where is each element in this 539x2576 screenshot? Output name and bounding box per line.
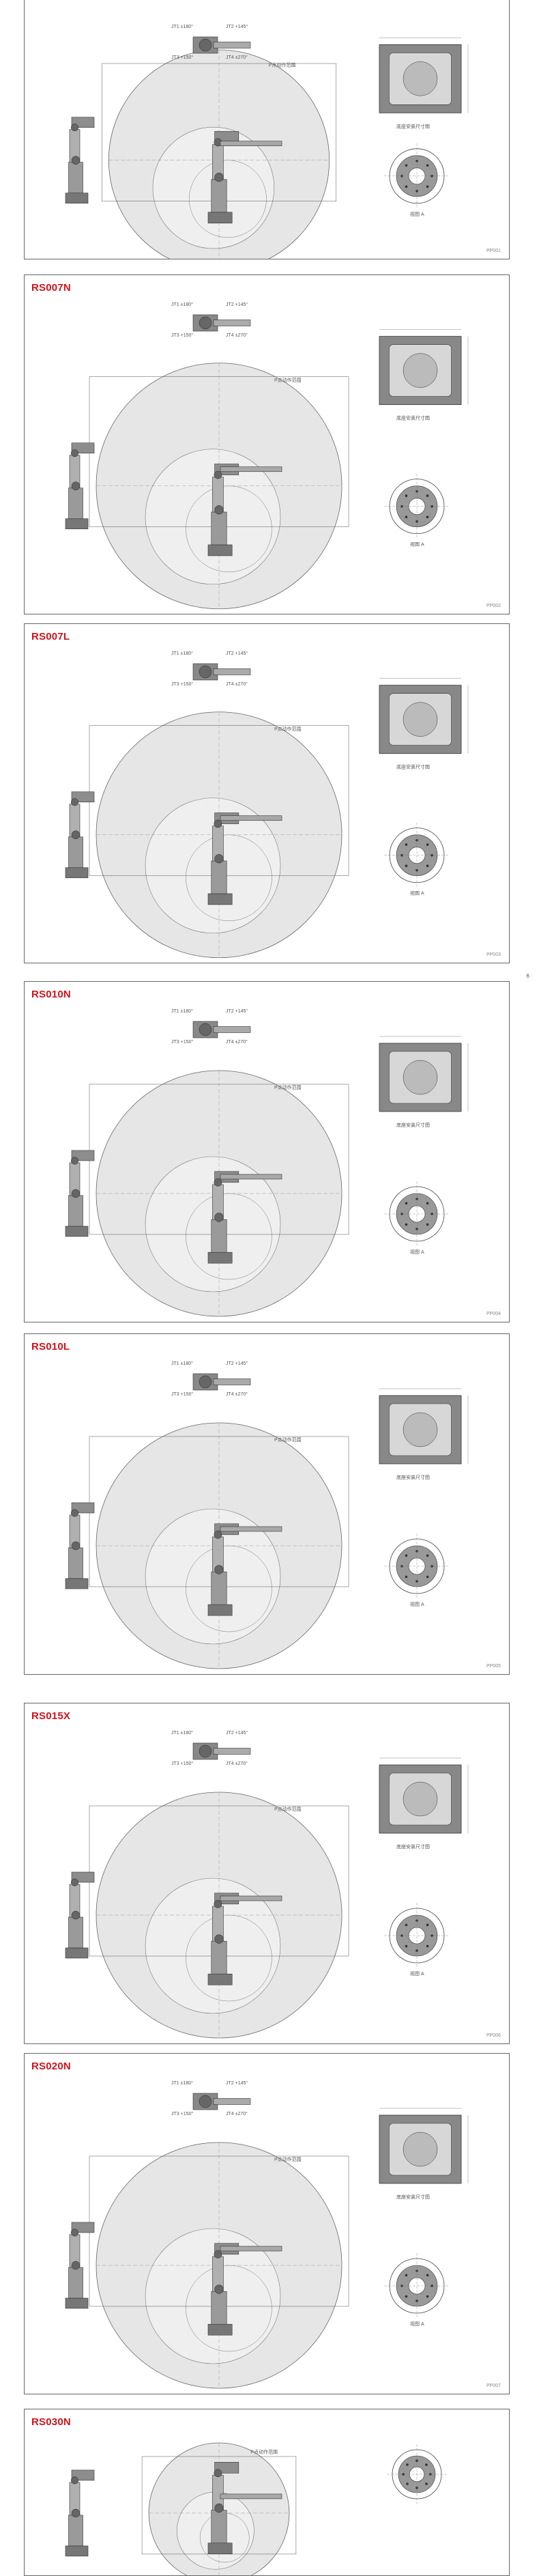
joint-range-label: JT1 ±180° (171, 1008, 193, 1014)
mounting-dims-label: 底座安装尺寸图 (396, 415, 430, 421)
motion-range-label: P点动作范围 (274, 377, 302, 383)
view-a-label: 视图 A (410, 1970, 424, 1977)
page-code: PP001 (486, 249, 501, 253)
robot-spec-panel: 底座安装尺寸图视图 A P点动作范围 JT1 ±180° JT2 +145° JT3 +… (24, 1703, 510, 2044)
technical-drawing: P点动作范围 (65, 2442, 447, 2575)
page-number: 6 (526, 973, 529, 979)
joint-range-label: JT2 +145° (226, 1730, 248, 1736)
page-code: PP003 (486, 952, 501, 957)
page-code: PP007 (486, 2383, 501, 2388)
page-code: PP006 (486, 2033, 501, 2038)
joint-range-label: JT2 +145° (226, 302, 248, 307)
model-title: RS007N (31, 282, 71, 294)
joint-range-label: JT4 ±270° (226, 1391, 248, 1397)
joint-range-label: JT3 +150° (171, 332, 193, 338)
joint-range-label: JT1 ±180° (171, 2080, 193, 2086)
joint-range-label: JT3 +150° (171, 1039, 193, 1045)
joint-range-label: JT4 ±270° (226, 1039, 248, 1045)
robot-spec-panel: 底座安装尺寸图视图 A P点动作范围 JT1 ±180° JT2 +145° JT3 +… (24, 1333, 510, 1675)
joint-range-label: JT4 ±270° (226, 332, 248, 338)
page-code: PP004 (486, 1312, 501, 1316)
joint-range-label: JT2 +145° (226, 1361, 248, 1366)
motion-range-label: P点动作范围 (269, 61, 296, 68)
joint-range-label: JT2 +145° (226, 1008, 248, 1014)
motion-range-label: P点动作范围 (274, 726, 302, 732)
view-a-label: 视图 A (410, 1601, 424, 1607)
model-title: RS007L (31, 631, 70, 642)
model-title: RS020N (31, 2061, 71, 2072)
joint-range-label: JT1 ±180° (171, 302, 193, 307)
motion-range-label: P点动作范围 (274, 2156, 302, 2162)
model-title: RS015X (31, 1710, 71, 1722)
view-a-label: 视图 A (410, 541, 424, 548)
robot-spec-panel: 底座安装尺寸图视图 A P点动作范围 JT1 ±180° JT2 +145° JT3 +… (24, 2053, 510, 2394)
motion-range-label: P点动作范围 (274, 1084, 302, 1090)
joint-range-label: JT1 ±180° (171, 24, 193, 29)
robot-spec-panel: 底座安装尺寸图视图 A P点动作范围 JT1 ±180° JT2 +145° JT3 +… (24, 623, 510, 963)
page-code: PP005 (486, 1664, 501, 1669)
motion-range-label: P点动作范围 (274, 1806, 302, 1812)
view-a-label: 视图 A (410, 2321, 424, 2327)
joint-range-label: JT1 ±180° (171, 651, 193, 656)
robot-spec-panel: P点动作范围 RS030N (24, 2409, 510, 2576)
model-title: RS030N (31, 2416, 71, 2428)
mounting-dims-label: 底座安装尺寸图 (396, 2194, 430, 2200)
page-code: PP002 (486, 604, 501, 608)
mounting-dims-label: 底座安装尺寸图 (396, 1474, 430, 1480)
joint-range-label: JT4 ±270° (226, 2111, 248, 2117)
mounting-dims-label: 底座安装尺寸图 (396, 1122, 430, 1128)
joint-range-label: JT4 ±270° (226, 55, 248, 60)
joint-range-label: JT2 +145° (226, 24, 248, 29)
joint-range-label: JT2 +145° (226, 651, 248, 656)
joint-range-label: JT3 +150° (171, 2111, 193, 2117)
joint-range-label: JT4 ±270° (226, 1761, 248, 1766)
joint-range-label: JT1 ±180° (171, 1730, 193, 1736)
view-a-label: 视图 A (410, 890, 424, 896)
motion-range-label: P点动作范围 (274, 1436, 302, 1443)
mounting-dims-label: 底座安装尺寸图 (396, 1843, 430, 1850)
joint-range-label: JT4 ±270° (226, 681, 248, 687)
robot-spec-panel: 底座安装尺寸图视图 A P点动作范围 JT1 ±180° JT2 +145° JT3 +… (24, 274, 510, 614)
view-a-label: 视图 A (410, 211, 424, 217)
mounting-dims-label: 底座安装尺寸图 (396, 764, 430, 770)
motion-range-label: P点动作范围 (250, 2448, 278, 2454)
joint-range-label: JT1 ±180° (171, 1361, 193, 1366)
joint-range-label: JT3 +150° (171, 1391, 193, 1397)
joint-range-label: JT3 +150° (171, 55, 193, 60)
model-title: RS010L (31, 1341, 70, 1353)
view-a-label: 视图 A (410, 1249, 424, 1255)
robot-spec-panel: 底座安装尺寸图视图 A P点动作范围 JT1 ±180° JT2 +145° JT3 +… (24, 0, 510, 259)
joint-range-label: JT3 +150° (171, 1761, 193, 1766)
mounting-dims-label: 底座安装尺寸图 (396, 123, 430, 129)
joint-range-label: JT2 +145° (226, 2080, 248, 2086)
model-title: RS010N (31, 989, 71, 1000)
robot-spec-panel: 底座安装尺寸图视图 A P点动作范围 JT1 ±180° JT2 +145° JT3 +… (24, 981, 510, 1322)
joint-range-label: JT3 +150° (171, 681, 193, 687)
